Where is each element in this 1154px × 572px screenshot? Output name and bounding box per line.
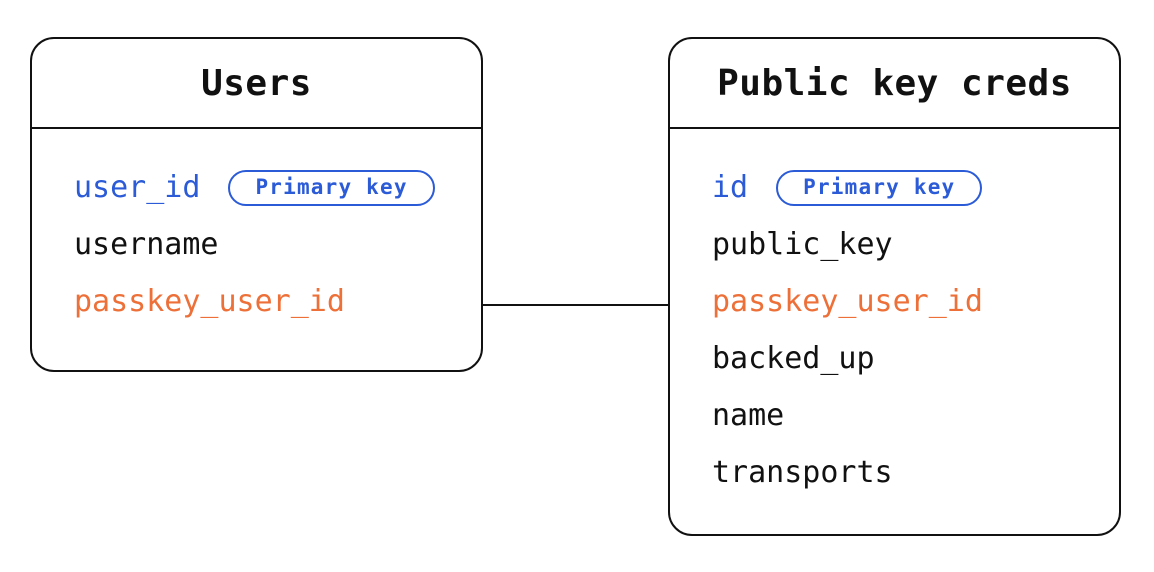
field-name: backed_up: [712, 341, 875, 376]
table-public-key-creds-header: Public key creds: [670, 39, 1119, 129]
field-row: passkey_user_id: [712, 273, 1119, 330]
field-row: public_key: [712, 216, 1119, 273]
table-users-title: Users: [201, 62, 312, 104]
field-name: passkey_user_id: [712, 284, 983, 319]
field-row: transports: [712, 444, 1119, 501]
field-name: name: [712, 398, 785, 433]
field-name: user_id: [74, 170, 201, 205]
table-users: Users user_id Primary key username passk…: [30, 37, 483, 372]
field-name: passkey_user_id: [74, 284, 345, 319]
primary-key-badge: Primary key: [228, 169, 435, 206]
field-row: username: [74, 216, 481, 273]
field-name: username: [74, 227, 219, 262]
table-users-header: Users: [32, 39, 481, 129]
table-public-key-creds-body: id Primary key public_key passkey_user_i…: [670, 129, 1119, 501]
primary-key-badge: Primary key: [776, 169, 983, 206]
table-users-body: user_id Primary key username passkey_use…: [32, 129, 481, 330]
relationship-connector-line: [481, 304, 670, 306]
field-name: public_key: [712, 227, 893, 262]
field-row: id Primary key: [712, 159, 1119, 216]
field-row: user_id Primary key: [74, 159, 481, 216]
table-public-key-creds: Public key creds id Primary key public_k…: [668, 37, 1121, 536]
field-row: backed_up: [712, 330, 1119, 387]
field-row: passkey_user_id: [74, 273, 481, 330]
field-name: transports: [712, 455, 893, 490]
table-public-key-creds-title: Public key creds: [717, 62, 1072, 104]
field-row: name: [712, 387, 1119, 444]
field-name: id: [712, 170, 749, 205]
